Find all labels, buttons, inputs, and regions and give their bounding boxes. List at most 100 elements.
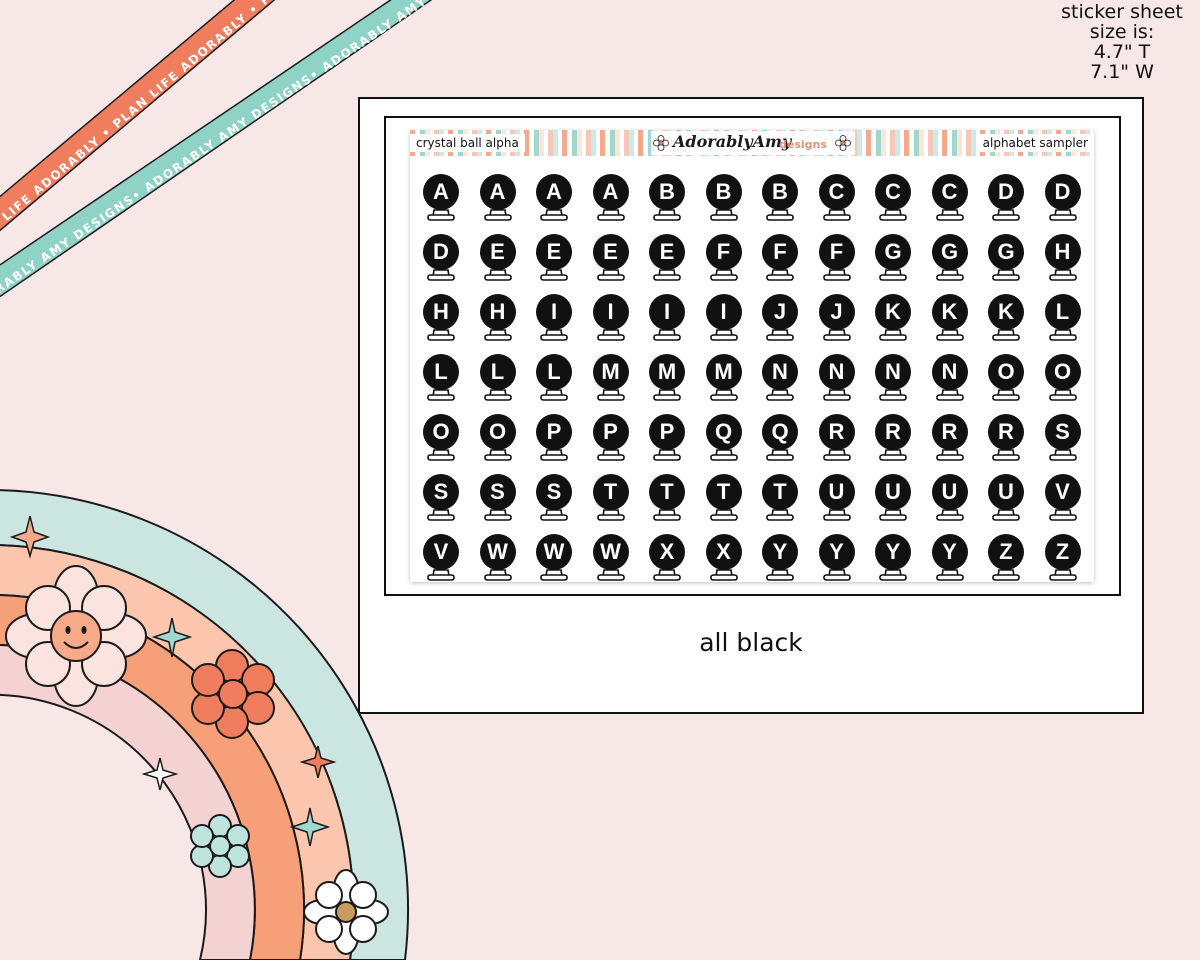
crystal-ball-sticker[interactable]: L [479, 354, 520, 408]
crystal-ball-sticker[interactable]: M [592, 354, 633, 408]
crystal-ball-sticker[interactable]: U [875, 474, 915, 528]
crystal-ball-sticker[interactable]: U [931, 474, 972, 528]
crystal-ball-sticker[interactable]: L [536, 354, 576, 408]
crystal-ball-sticker[interactable]: E [479, 234, 520, 288]
crystal-ball-sticker[interactable]: T [762, 474, 802, 528]
crystal-ball-sticker[interactable]: O [479, 414, 520, 468]
crystal-ball-sticker[interactable]: R [931, 414, 972, 468]
crystal-ball-sticker[interactable]: E [649, 234, 689, 288]
crystal-ball-sticker[interactable]: Q [705, 414, 746, 468]
crystal-ball-sticker[interactable]: S [1044, 414, 1085, 468]
crystal-ball-sticker[interactable]: P [649, 414, 689, 468]
crystal-ball-sticker[interactable]: L [423, 354, 463, 408]
crystal-ball-sticker[interactable]: F [705, 234, 746, 288]
crystal-ball-sticker[interactable]: R [818, 414, 859, 468]
crystal-ball-sticker[interactable]: C [818, 174, 859, 228]
crystal-ball-icon [762, 534, 798, 581]
crystal-ball-sticker[interactable]: Q [762, 414, 802, 468]
crystal-ball-icon [536, 174, 572, 221]
crystal-ball-sticker[interactable]: Z [1044, 534, 1085, 588]
crystal-ball-sticker[interactable]: N [931, 354, 972, 408]
crystal-ball-sticker[interactable]: L [1044, 294, 1085, 348]
crystal-ball-sticker[interactable]: P [536, 414, 576, 468]
sticker-letter: G [884, 239, 902, 264]
crystal-ball-sticker[interactable]: A [423, 174, 463, 228]
crystal-ball-sticker[interactable]: I [705, 294, 746, 348]
crystal-ball-sticker[interactable]: N [762, 354, 802, 408]
crystal-ball-icon [931, 174, 968, 221]
crystal-ball-sticker[interactable]: B [762, 174, 802, 228]
crystal-ball-sticker[interactable]: D [988, 174, 1028, 228]
crystal-ball-sticker[interactable]: J [818, 294, 859, 348]
crystal-ball-sticker[interactable]: W [536, 534, 576, 588]
crystal-ball-sticker[interactable]: I [592, 294, 633, 348]
sticker-letter: J [830, 299, 843, 324]
crystal-ball-sticker[interactable]: W [592, 534, 633, 588]
crystal-ball-sticker[interactable]: W [479, 534, 520, 588]
crystal-ball-sticker[interactable]: Z [988, 534, 1028, 588]
crystal-ball-sticker[interactable]: T [705, 474, 746, 528]
crystal-ball-sticker[interactable]: R [988, 414, 1028, 468]
crystal-ball-sticker[interactable]: C [931, 174, 972, 228]
crystal-ball-sticker[interactable]: M [649, 354, 689, 408]
crystal-ball-sticker[interactable]: E [536, 234, 576, 288]
crystal-ball-sticker[interactable]: O [1044, 354, 1085, 408]
crystal-ball-sticker[interactable]: N [875, 354, 915, 408]
crystal-ball-sticker[interactable]: V [1044, 474, 1085, 528]
crystal-ball-sticker[interactable]: D [1044, 174, 1085, 228]
crystal-ball-sticker[interactable]: B [649, 174, 689, 228]
crystal-ball-sticker[interactable]: S [536, 474, 576, 528]
crystal-ball-sticker[interactable]: Y [818, 534, 859, 588]
crystal-ball-sticker[interactable]: T [592, 474, 633, 528]
crystal-ball-sticker[interactable]: B [705, 174, 746, 228]
crystal-ball-sticker[interactable]: Y [762, 534, 802, 588]
crystal-ball-sticker[interactable]: K [875, 294, 915, 348]
crystal-ball-icon [1044, 294, 1081, 341]
crystal-ball-sticker[interactable]: P [592, 414, 633, 468]
crystal-ball-sticker[interactable]: K [988, 294, 1028, 348]
crystal-ball-sticker[interactable]: X [705, 534, 746, 588]
crystal-ball-sticker[interactable]: M [705, 354, 746, 408]
crystal-ball-sticker[interactable]: H [1044, 234, 1085, 288]
crystal-ball-sticker[interactable]: A [592, 174, 633, 228]
crystal-ball-sticker[interactable]: Y [875, 534, 915, 588]
crystal-ball-sticker[interactable]: J [762, 294, 802, 348]
crystal-ball-sticker[interactable]: H [423, 294, 463, 348]
crystal-ball-sticker[interactable]: K [931, 294, 972, 348]
crystal-ball-sticker[interactable]: U [988, 474, 1028, 528]
crystal-ball-sticker[interactable]: C [875, 174, 915, 228]
crystal-ball-sticker[interactable]: I [536, 294, 576, 348]
crystal-ball-sticker[interactable]: N [818, 354, 859, 408]
crystal-ball-icon [592, 414, 629, 461]
flower-icon [835, 135, 851, 151]
sticker-letter: W [600, 539, 621, 564]
smiley-flower-icon [5, 565, 147, 707]
crystal-ball-sticker[interactable]: S [423, 474, 463, 528]
sticker-letter: Y [772, 539, 788, 564]
crystal-ball-sticker[interactable]: F [762, 234, 802, 288]
crystal-ball-sticker[interactable]: E [592, 234, 633, 288]
crystal-ball-sticker[interactable]: V [423, 534, 463, 588]
crystal-ball-icon [649, 354, 685, 401]
crystal-ball-sticker[interactable]: Y [931, 534, 972, 588]
crystal-ball-sticker[interactable]: U [818, 474, 859, 528]
crystal-ball-sticker[interactable]: A [479, 174, 520, 228]
crystal-ball-sticker[interactable]: O [423, 414, 463, 468]
crystal-ball-sticker[interactable]: O [988, 354, 1028, 408]
crystal-ball-sticker[interactable]: X [649, 534, 689, 588]
crystal-ball-sticker[interactable]: G [875, 234, 915, 288]
sticker-letter: I [607, 299, 614, 324]
crystal-ball-sticker[interactable]: T [649, 474, 689, 528]
crystal-ball-sticker[interactable]: H [479, 294, 520, 348]
crystal-ball-sticker[interactable]: G [988, 234, 1028, 288]
crystal-ball-sticker[interactable]: F [818, 234, 859, 288]
crystal-ball-sticker[interactable]: S [479, 474, 520, 528]
crystal-ball-sticker[interactable]: I [649, 294, 689, 348]
crystal-ball-sticker[interactable]: A [536, 174, 576, 228]
crystal-ball-sticker[interactable]: G [931, 234, 972, 288]
crystal-ball-icon [705, 474, 742, 521]
crystal-ball-sticker[interactable]: R [875, 414, 915, 468]
sticker-letter: U [828, 479, 845, 504]
sticker-letter: N [772, 359, 788, 384]
crystal-ball-sticker[interactable]: D [423, 234, 463, 288]
